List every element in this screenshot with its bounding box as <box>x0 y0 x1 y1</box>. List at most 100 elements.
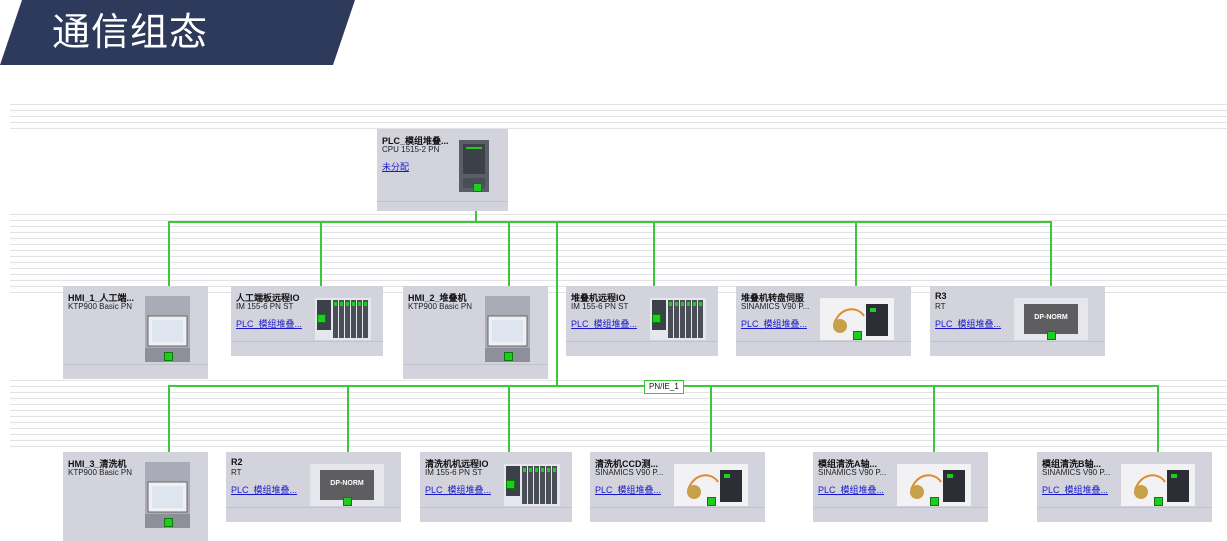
device-assignment-link[interactable]: PLC_模组堆叠... <box>236 319 303 329</box>
device-separator <box>63 364 208 365</box>
grid-line <box>10 104 1227 105</box>
device-assignment-link[interactable]: PLC_模组堆叠... <box>595 485 662 495</box>
grid-line <box>10 398 1227 399</box>
device-servo-3[interactable]: 模组清洗A轴... SINAMICS V90 P... PLC_模组堆叠... <box>813 452 988 522</box>
device-separator <box>1037 507 1212 508</box>
grid-line <box>10 380 1227 381</box>
network-port[interactable] <box>1047 331 1056 340</box>
grid-line <box>10 422 1227 423</box>
device-assignment-link[interactable]: PLC_模组堆叠... <box>818 485 885 495</box>
device-hmi-2[interactable]: HMI_2_堆叠机 KTP900 Basic PN <box>403 286 548 379</box>
grid-line <box>10 392 1227 393</box>
network-drop[interactable] <box>320 221 322 318</box>
grid-line <box>10 274 1227 275</box>
grid-line <box>10 428 1227 429</box>
device-name: HMI_1_人工端... <box>68 293 135 303</box>
device-separator <box>736 341 911 342</box>
grid-line <box>10 262 1227 263</box>
network-drop[interactable] <box>855 221 857 332</box>
device-separator <box>226 507 401 508</box>
device-separator <box>403 364 548 365</box>
grid-line <box>10 446 1227 447</box>
banner-shape <box>0 0 355 65</box>
device-assignment-link[interactable]: PLC_模组堆叠... <box>741 319 808 329</box>
network-port[interactable] <box>317 314 326 323</box>
device-servo-4[interactable]: 模组清洗B轴... SINAMICS V90 P... PLC_模组堆叠... <box>1037 452 1212 522</box>
network-port[interactable] <box>343 497 352 506</box>
network-line[interactable] <box>475 210 477 222</box>
device-separator <box>420 507 572 508</box>
device-type: IM 155-6 PN ST <box>425 468 483 477</box>
network-drop[interactable] <box>347 385 349 496</box>
device-type: SINAMICS V90 P... <box>595 468 664 477</box>
grid-line <box>10 256 1227 257</box>
device-name: 堆叠机远程IO <box>571 293 626 303</box>
network-drop[interactable] <box>710 385 712 496</box>
module-label: DP-NORM <box>1034 314 1068 321</box>
device-servo-2[interactable]: 清洗机CCD测... SINAMICS V90 P... PLC_模组堆叠... <box>590 452 765 522</box>
network-port[interactable] <box>853 331 862 340</box>
network-drop[interactable] <box>1050 221 1052 332</box>
grid-line <box>10 110 1227 111</box>
grid-line <box>10 226 1227 227</box>
device-name: 堆叠机转盘伺服 <box>741 293 805 303</box>
network-port[interactable] <box>1154 497 1163 506</box>
network-port[interactable] <box>164 518 173 527</box>
network-port[interactable] <box>506 480 515 489</box>
network-view-canvas[interactable]: PN/IE_1 PLC_模组堆叠... CPU 1515-2 PN 未分配 HM… <box>0 100 1227 541</box>
device-assignment-link[interactable]: PLC_模组堆叠... <box>935 319 1002 329</box>
device-name: 人工端板远程IO <box>236 293 300 303</box>
network-drop[interactable] <box>933 385 935 496</box>
network-drop[interactable] <box>508 385 510 482</box>
network-port[interactable] <box>473 183 482 192</box>
module-label: DP-NORM <box>330 480 364 487</box>
network-drop[interactable] <box>653 221 655 318</box>
device-hmi-3[interactable]: HMI_3_清洗机 KTP900 Basic PN <box>63 452 208 541</box>
device-assignment-link[interactable]: PLC_模组堆叠... <box>425 485 492 495</box>
grid-line <box>10 214 1227 215</box>
device-separator <box>377 201 508 202</box>
network-port[interactable] <box>164 352 173 361</box>
device-r2[interactable]: R2 RT PLC_模组堆叠... DP-NORM <box>226 452 401 522</box>
device-separator <box>590 507 765 508</box>
device-servo-1[interactable]: 堆叠机转盘伺服 SINAMICS V90 P... PLC_模组堆叠... <box>736 286 911 356</box>
device-name: HMI_3_清洗机 <box>68 459 127 469</box>
device-type: RT <box>231 468 242 477</box>
device-type: RT <box>935 302 946 311</box>
network-drop[interactable] <box>1157 385 1159 496</box>
device-name: R2 <box>231 457 243 467</box>
device-r3[interactable]: R3 RT PLC_模组堆叠... DP-NORM <box>930 286 1105 356</box>
device-name: 模组清洗B轴... <box>1042 459 1102 469</box>
network-port[interactable] <box>652 314 661 323</box>
device-name: 模组清洗A轴... <box>818 459 878 469</box>
device-remote-io-3[interactable]: 清洗机机远程IO IM 155-6 PN ST PLC_模组堆叠... <box>420 452 572 522</box>
device-assignment-link[interactable]: PLC_模组堆叠... <box>231 485 298 495</box>
device-remote-io-1[interactable]: 人工端板远程IO IM 155-6 PN ST PLC_模组堆叠... <box>231 286 383 356</box>
device-remote-io-2[interactable]: 堆叠机远程IO IM 155-6 PN ST PLC_模组堆叠... <box>566 286 718 356</box>
network-label[interactable]: PN/IE_1 <box>644 380 684 394</box>
device-name: HMI_2_堆叠机 <box>408 293 467 303</box>
grid-line <box>10 416 1227 417</box>
device-hmi-1[interactable]: HMI_1_人工端... KTP900 Basic PN <box>63 286 208 379</box>
page-title: 通信组态 <box>52 10 209 54</box>
device-separator <box>813 507 988 508</box>
network-port[interactable] <box>504 352 513 361</box>
device-type: CPU 1515-2 PN <box>382 145 440 154</box>
device-type: KTP900 Basic PN <box>408 302 473 311</box>
device-assignment-link[interactable]: PLC_模组堆叠... <box>1042 485 1109 495</box>
grid-line <box>10 410 1227 411</box>
device-name: R3 <box>935 291 947 301</box>
grid-line <box>10 244 1227 245</box>
network-port[interactable] <box>707 497 716 506</box>
device-type: IM 155-6 PN ST <box>571 302 629 311</box>
grid-line <box>10 116 1227 117</box>
device-assignment-link[interactable]: PLC_模组堆叠... <box>571 319 638 329</box>
device-type: KTP900 Basic PN <box>68 468 133 477</box>
network-bus-top[interactable] <box>168 221 1052 223</box>
network-trunk[interactable] <box>556 221 558 386</box>
network-port[interactable] <box>930 497 939 506</box>
device-assignment-link[interactable]: 未分配 <box>382 162 410 172</box>
plc-device[interactable]: PLC_模组堆叠... CPU 1515-2 PN 未分配 <box>377 129 508 211</box>
device-type: SINAMICS V90 P... <box>818 468 887 477</box>
device-type: IM 155-6 PN ST <box>236 302 294 311</box>
